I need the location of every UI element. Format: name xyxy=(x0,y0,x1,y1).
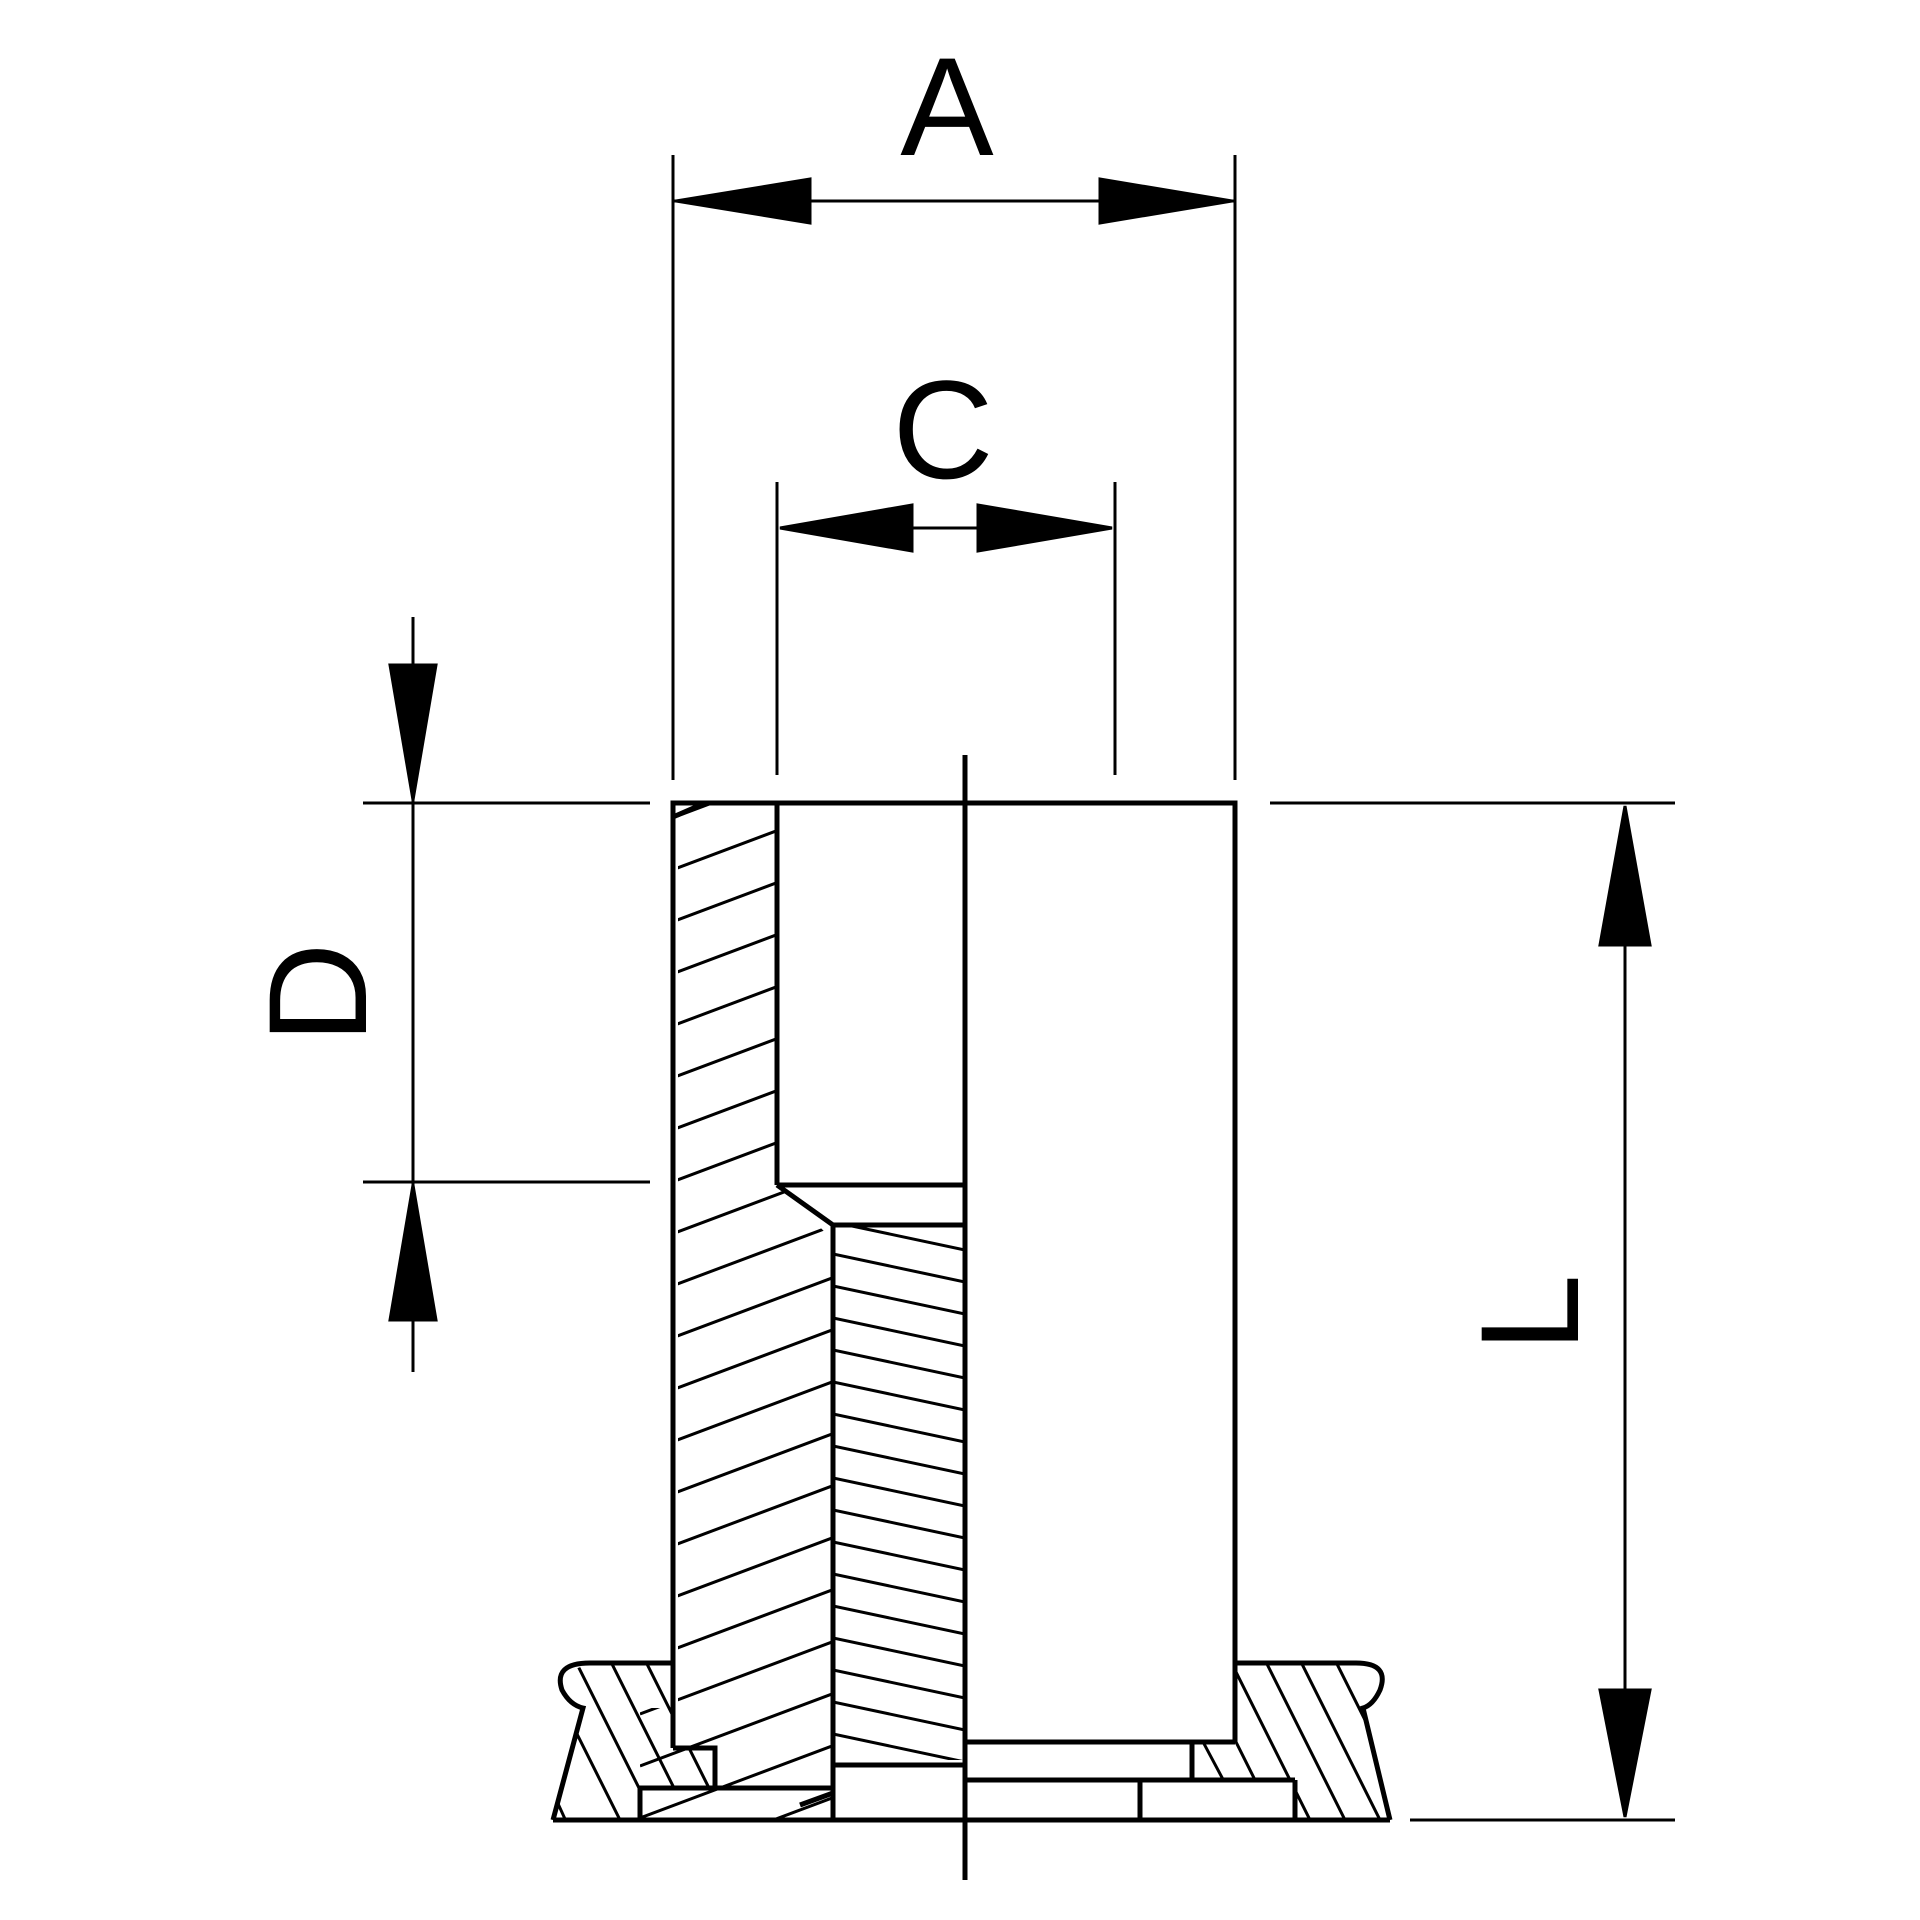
dimension-label-l: L xyxy=(1451,1274,1608,1352)
part-section xyxy=(550,755,1393,1880)
arrow-right-icon xyxy=(1098,177,1233,225)
arrow-left-icon xyxy=(976,503,1113,553)
dimension-d: D xyxy=(239,617,650,1372)
arrow-down-icon xyxy=(1598,1688,1652,1818)
thread-hatching xyxy=(833,1225,965,1760)
arrow-down-icon xyxy=(388,663,438,801)
dimension-c: C xyxy=(775,351,1117,775)
arrow-up-icon xyxy=(1598,805,1652,947)
dimension-label-a: A xyxy=(900,28,994,185)
arrow-left-icon xyxy=(675,177,812,225)
dimension-l: L xyxy=(1270,801,1675,1822)
dimension-label-d: D xyxy=(239,942,396,1043)
dimension-a: A xyxy=(671,28,1237,780)
arrow-right-icon xyxy=(779,503,914,553)
left-wall-hatching xyxy=(640,803,833,1820)
body-outline xyxy=(550,800,1393,1823)
dimension-label-c: C xyxy=(892,351,993,508)
arrow-up-icon xyxy=(388,1184,438,1322)
